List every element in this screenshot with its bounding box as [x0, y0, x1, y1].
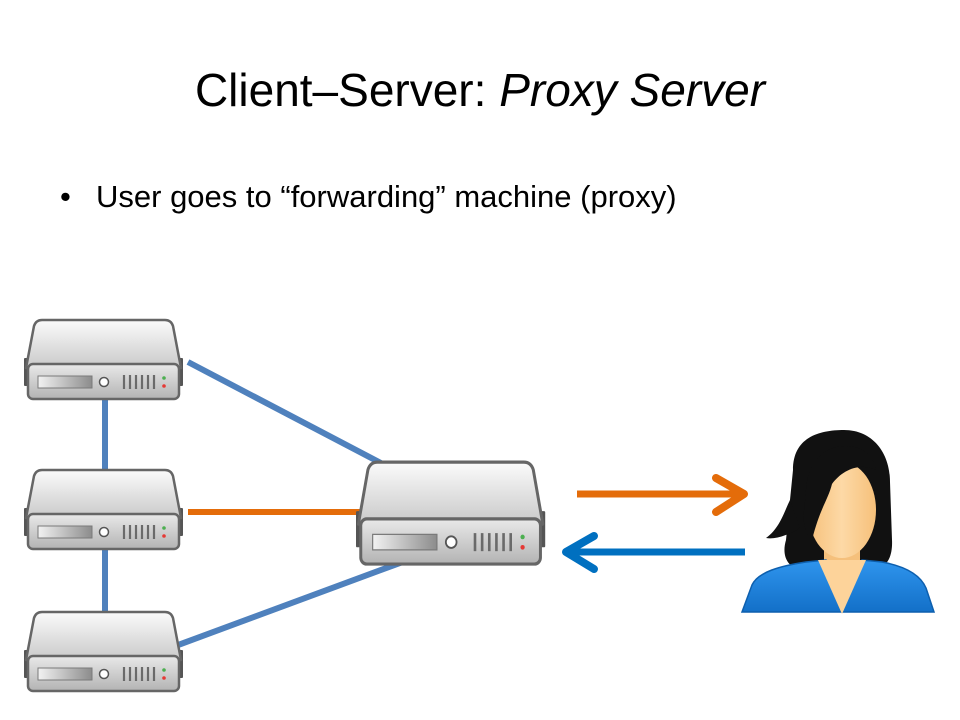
slide-title-main: Client–Server:: [194, 64, 500, 116]
link-top-proxy: [186, 359, 400, 475]
response-arrow: [562, 532, 745, 573]
server-icon: [22, 318, 185, 401]
slide-title-emphasis: Proxy Server: [499, 64, 766, 116]
link-bottom-proxy: [168, 557, 410, 651]
server-icon: [22, 468, 185, 551]
user-woman-icon: [740, 430, 936, 614]
bullet-item: • User goes to “forwarding” machine (pro…: [60, 174, 677, 220]
bullet-list: • User goes to “forwarding” machine (pro…: [60, 174, 677, 220]
server-icon: [22, 610, 185, 693]
bullet-marker: •: [60, 179, 71, 214]
slide-title: Client–Server: Proxy Server: [0, 58, 960, 122]
bullet-text: User goes to “forwarding” machine (proxy…: [96, 179, 677, 214]
request-arrow: [577, 474, 748, 516]
server-icon: [354, 460, 547, 566]
